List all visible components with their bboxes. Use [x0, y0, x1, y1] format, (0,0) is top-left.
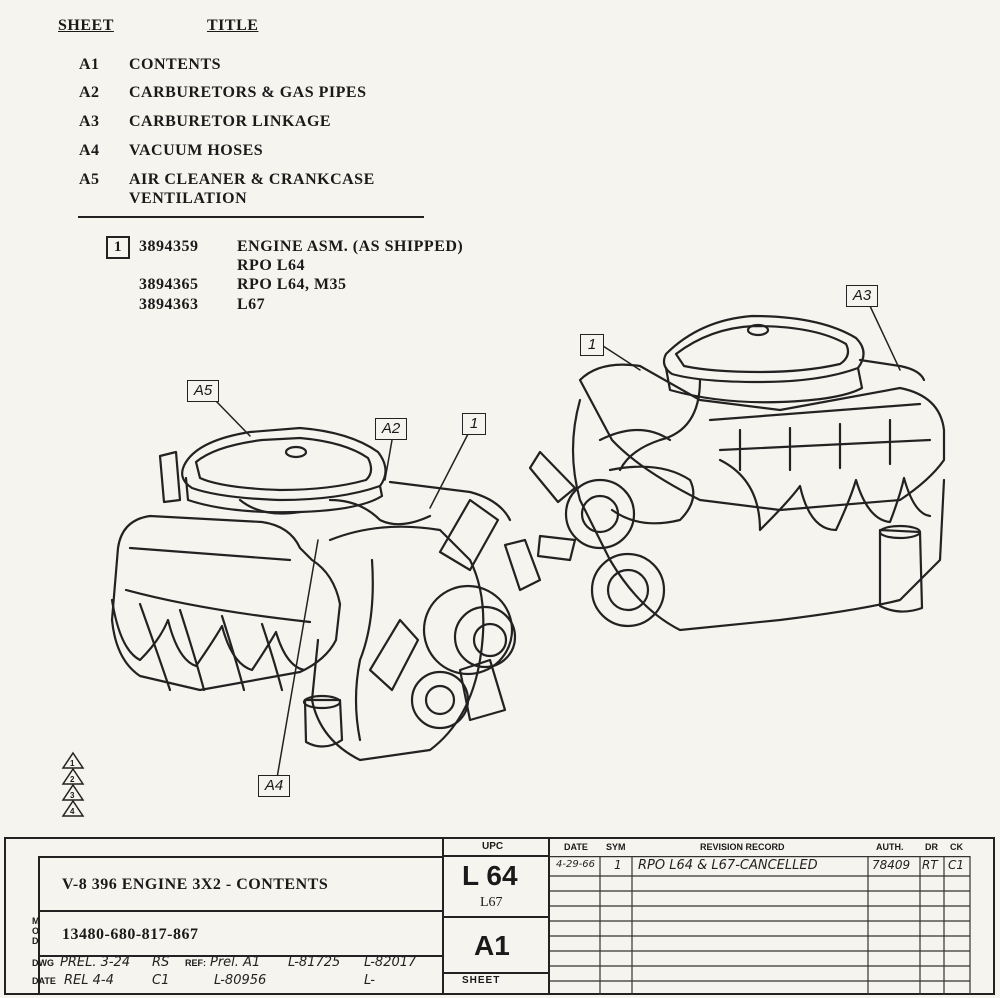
index-row-title-cont: VENTILATION [129, 190, 248, 207]
rev-row-dr: RT [922, 858, 938, 872]
ref-number: L-82017 [364, 955, 417, 970]
callout-1-right: 1 [580, 334, 604, 356]
mod-label: MOD [32, 916, 40, 946]
index-row-title: CARBURETORS & GAS PIPES [129, 84, 367, 101]
part-description: RPO L64, M35 [237, 276, 347, 293]
part-description: ENGINE ASM. (AS SHIPPED) [237, 238, 464, 255]
callout-1-left: 1 [462, 413, 486, 435]
engine-illustration-left [110, 305, 946, 779]
rev-header-record: REVISION RECORD [700, 842, 785, 852]
index-row-title: CARBURETOR LINKAGE [129, 113, 332, 130]
callout-a4: A4 [258, 775, 290, 797]
upc-hline [444, 855, 548, 857]
index-row-title: AIR CLEANER & CRANKCASE [129, 171, 375, 188]
sheet-label: SHEET [462, 975, 501, 986]
drawing-number: 13480-680-817-867 [62, 926, 199, 943]
rev-row-ck: C1 [948, 858, 965, 872]
upc-hline [444, 916, 548, 918]
index-row-sheet: A1 [79, 56, 100, 73]
index-divider [78, 216, 424, 218]
upc-header: UPC [482, 841, 504, 852]
title-block-hline [38, 955, 442, 957]
part-number: 3894365 [139, 276, 199, 293]
rev-header-auth: AUTH. [876, 842, 904, 852]
index-row-sheet: A2 [79, 84, 100, 101]
title-block-hline [38, 910, 442, 912]
rev-header-ck: CK [950, 842, 963, 852]
rev-header-dr: DR [925, 842, 938, 852]
part-number: 3894359 [139, 238, 199, 255]
triangle-label: 4 [70, 807, 75, 816]
rev-row-date: 4-29-66 [556, 859, 596, 870]
sheet-number: A1 [474, 930, 510, 961]
dwg-label: DWG [32, 958, 54, 968]
title-block [4, 837, 995, 995]
rev-header-date: DATE [564, 842, 588, 852]
index-row-sheet: A5 [79, 171, 100, 188]
ref-label: REF: [185, 958, 206, 968]
rev-row-sym: 1 [614, 858, 622, 872]
callout-a3: A3 [846, 285, 878, 307]
sheet-column-header: SHEET [58, 17, 114, 34]
ref-handwritten: Prel. A1 [210, 955, 261, 970]
title-block-vline [442, 837, 444, 995]
dwg-handwritten: PREL. 3-24 [60, 955, 131, 970]
rev-row-auth: 78409 [872, 858, 911, 872]
part-number: 3894363 [139, 296, 199, 313]
drawing-title: V-8 396 ENGINE 3X2 - CONTENTS [62, 876, 329, 893]
dwg-initials: RS [152, 955, 170, 970]
index-row-title: VACUUM HOSES [129, 142, 264, 159]
revision-grid [550, 856, 971, 995]
callout-a2: A2 [375, 418, 407, 440]
title-block-vline [548, 837, 550, 995]
part-description: RPO L64 [237, 257, 305, 274]
callout-a5: A5 [187, 380, 219, 402]
part-callout-box: 1 [106, 236, 130, 259]
triangle-label: 2 [70, 775, 75, 784]
index-row-sheet: A3 [79, 113, 100, 130]
upc-hline [444, 972, 548, 974]
index-row-title: CONTENTS [129, 56, 222, 73]
ref-number: L- [364, 973, 375, 988]
title-block-hline [38, 856, 442, 858]
date-initials: C1 [152, 973, 170, 988]
revision-triangles [61, 751, 85, 817]
title-column-header: TITLE [207, 17, 259, 34]
part-description: L67 [237, 296, 266, 313]
triangle-label: 3 [70, 791, 75, 800]
ref-number: L-80956 [214, 973, 267, 988]
title-block-vline [38, 856, 40, 995]
triangle-label: 1 [70, 759, 75, 768]
upc-sub: L67 [480, 895, 503, 910]
upc-main: L 64 [462, 860, 518, 891]
rev-header-sym: SYM [606, 842, 626, 852]
ref-number: L-81725 [288, 955, 341, 970]
index-row-sheet: A4 [79, 142, 100, 159]
rev-row-record: RPO L64 & L67-CANCELLED [638, 858, 818, 873]
date-handwritten: REL 4-4 [64, 973, 114, 988]
date-label: DATE [32, 976, 56, 986]
